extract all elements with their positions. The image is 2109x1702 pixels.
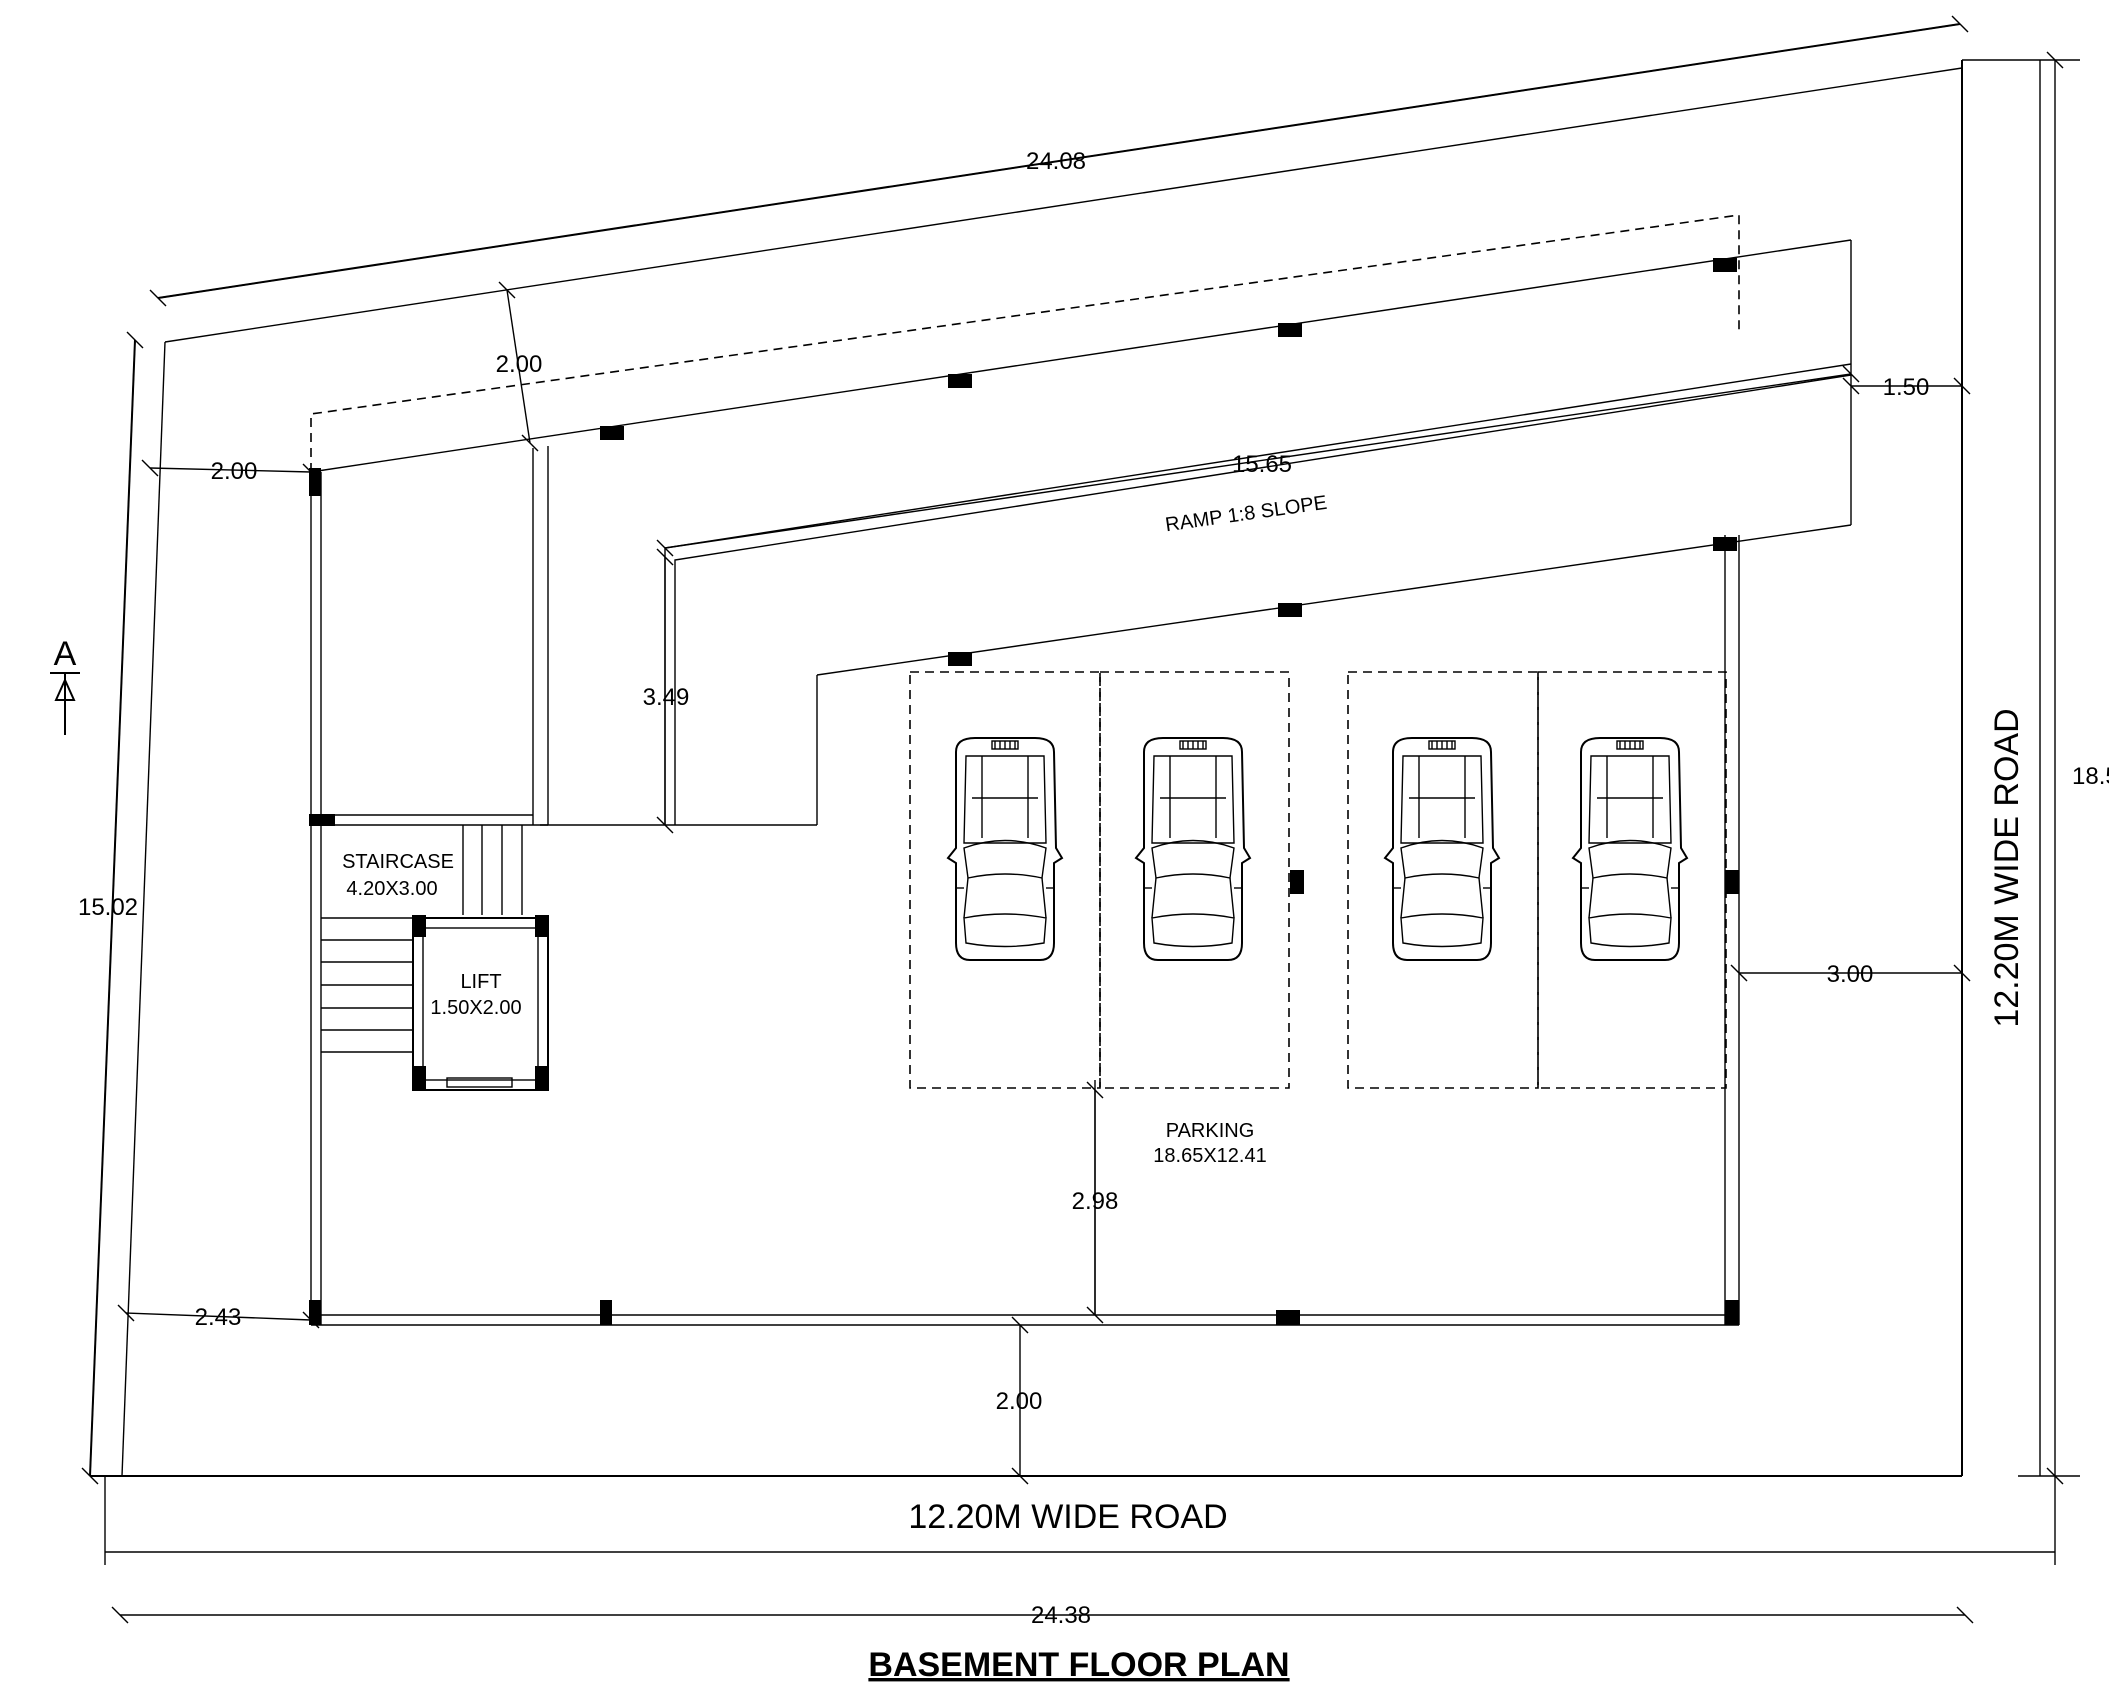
staircase-size: 4.20X3.00 xyxy=(346,878,437,900)
parking-bay xyxy=(1347,671,1539,1089)
dim-ramp-width: 3.49 xyxy=(643,684,690,711)
building-outline xyxy=(310,214,1852,1326)
parking-size: 18.65X12.41 xyxy=(1153,1145,1266,1167)
dimension-labels: 24.08 18.59 15.02 24.38 2.00 2.00 15.65 … xyxy=(78,148,2109,1629)
staircase: STAIRCASE 4.20X3.00 xyxy=(321,825,523,1053)
parking-bays xyxy=(909,671,1727,1089)
dim-top-boundary: 24.08 xyxy=(1026,148,1086,175)
staircase-label: STAIRCASE xyxy=(342,851,454,873)
dim-left-setback: 2.00 xyxy=(211,458,258,485)
dim-ramp-length: 15.65 xyxy=(1232,451,1292,478)
car-icon xyxy=(1135,737,1251,961)
parking-bay xyxy=(1537,671,1727,1089)
dim-top-setback: 2.00 xyxy=(496,351,543,378)
dim-bottom-left: 2.43 xyxy=(195,1304,242,1331)
lift-label: LIFT xyxy=(460,971,501,993)
car-icon xyxy=(947,737,1063,961)
section-arrow-icon xyxy=(54,677,76,701)
lift: LIFT 1.50X2.00 xyxy=(412,915,549,1091)
car-icon xyxy=(1572,737,1688,961)
dim-right-setback: 3.00 xyxy=(1827,961,1874,988)
dim-parking-gap: 2.98 xyxy=(1072,1188,1119,1215)
structural-columns xyxy=(309,258,1739,1325)
parking-bay xyxy=(909,671,1101,1089)
parking-label: PARKING xyxy=(1166,1120,1255,1142)
plot-boundary xyxy=(89,23,1963,1477)
dim-ramp-right: 1.50 xyxy=(1883,374,1930,401)
dim-bottom-boundary: 24.38 xyxy=(1031,1602,1091,1629)
dimension-lines xyxy=(81,15,2064,1624)
dim-right-boundary: 18.59 xyxy=(2072,763,2109,790)
drawing-title: BASEMENT FLOOR PLAN xyxy=(868,1646,1289,1684)
road-label-bottom: 12.20M WIDE ROAD xyxy=(908,1498,1227,1536)
road-label-right: 12.20M WIDE ROAD xyxy=(1988,708,2026,1027)
section-marker-label: A xyxy=(54,635,77,673)
parking-bay xyxy=(1099,671,1290,1089)
section-marker: A xyxy=(50,635,80,735)
road-edges xyxy=(104,59,2080,1565)
lift-size: 1.50X2.00 xyxy=(430,997,521,1019)
ramp-label: RAMP 1:8 SLOPE xyxy=(1164,492,1329,536)
car-icon xyxy=(1384,737,1500,961)
dim-left-boundary: 15.02 xyxy=(78,894,138,921)
dim-front-setback: 2.00 xyxy=(996,1388,1043,1415)
